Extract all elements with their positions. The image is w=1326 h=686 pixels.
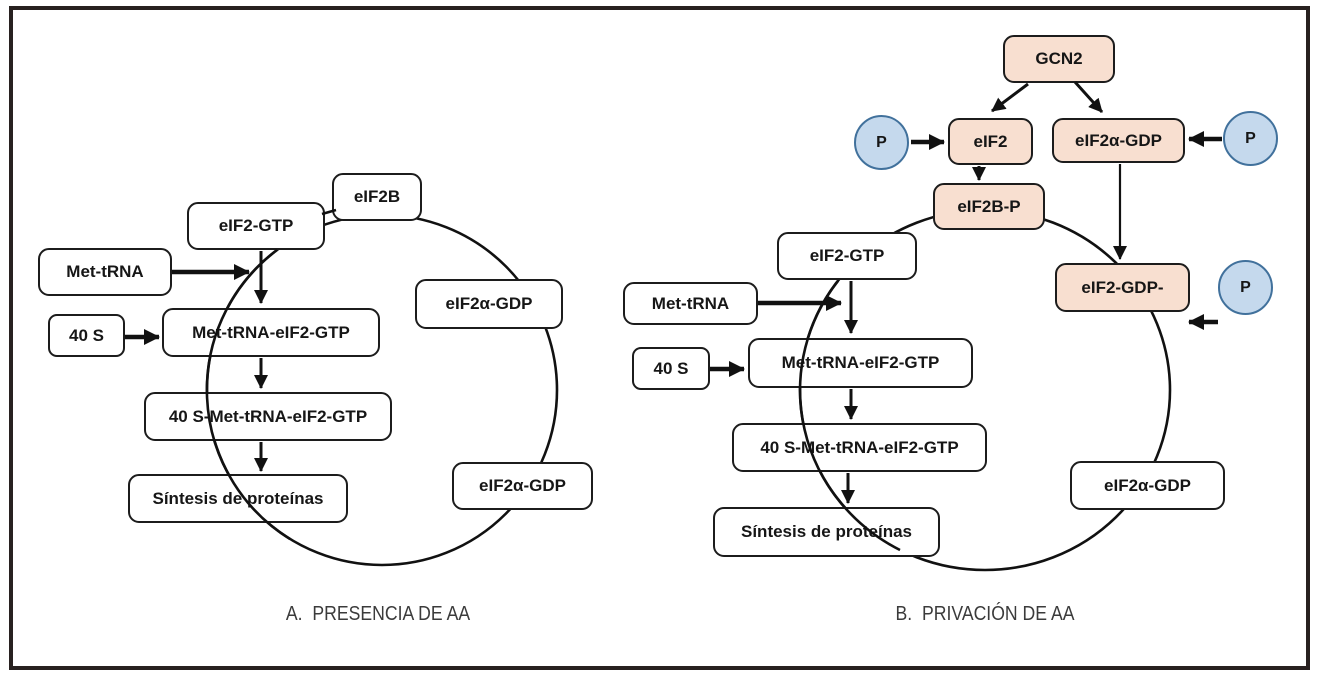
node-b-40s: 40 S [632, 347, 710, 390]
node-b-eif2-gdp-p: eIF2-GDP- [1055, 263, 1190, 312]
node-b-eif2a-gdp-bottom: eIF2α-GDP [1070, 461, 1225, 510]
node-a-40s: 40 S [48, 314, 125, 357]
node-a-eif2a-gdp-right: eIF2α-GDP [415, 279, 563, 329]
node-a-met-trna: Met-tRNA [38, 248, 172, 296]
node-b-eif2-gtp: eIF2-GTP [777, 232, 917, 280]
node-a-met-trna-eif2-gtp: Met-tRNA-eIF2-GTP [162, 308, 380, 357]
node-b-sintesis-proteinas: Síntesis de proteínas [713, 507, 940, 557]
phosphate-circle-left: P [854, 115, 909, 170]
node-b-40s-met-trna-eif2-gtp: 40 S-Met-tRNA-eIF2-GTP [732, 423, 987, 472]
node-b-eif2a-gdp-top: eIF2α-GDP [1052, 118, 1185, 163]
phosphate-circle-mid: P [1218, 260, 1273, 315]
node-a-eif2a-gdp-bottom: eIF2α-GDP [452, 462, 593, 510]
node-a-40s-met-trna-eif2-gtp: 40 S-Met-tRNA-eIF2-GTP [144, 392, 392, 441]
node-b-eif2: eIF2 [948, 118, 1033, 165]
phosphate-circle-right: P [1223, 111, 1278, 166]
node-a-sintesis-proteinas: Síntesis de proteínas [128, 474, 348, 523]
node-b-eif2b-p: eIF2B-P [933, 183, 1045, 230]
node-a-eif2b: eIF2B [332, 173, 422, 221]
node-b-met-trna: Met-tRNA [623, 282, 758, 325]
figure-frame [9, 6, 1310, 670]
node-a-eif2-gtp: eIF2-GTP [187, 202, 325, 250]
panel-a-caption: A. PRESENCIA DE AA [285, 602, 471, 625]
node-b-gcn2: GCN2 [1003, 35, 1115, 83]
panel-b-caption: B. PRIVACIÓN DE AA [895, 602, 1075, 625]
node-b-met-trna-eif2-gtp: Met-tRNA-eIF2-GTP [748, 338, 973, 388]
